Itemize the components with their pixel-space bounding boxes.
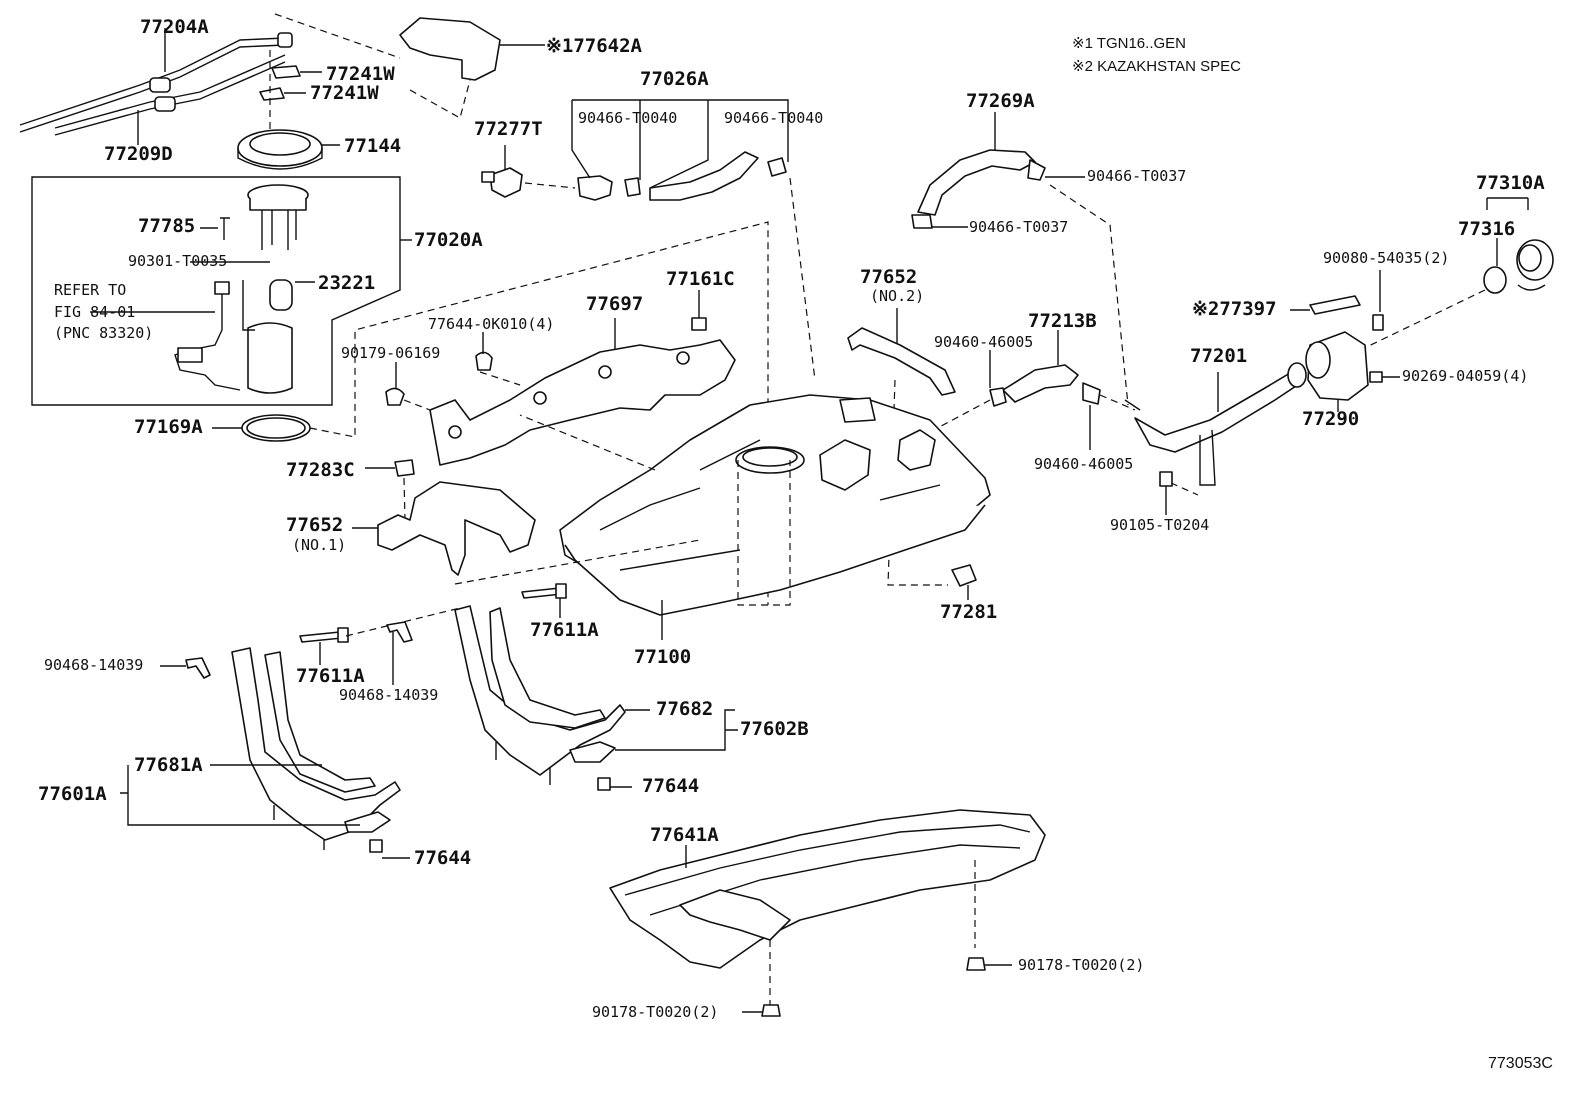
label-77283c[interactable]: 77283C xyxy=(286,459,355,481)
bolt-77611a-left xyxy=(299,631,343,643)
label-90178-t0020-a[interactable]: 90178-T0020(2) xyxy=(1018,956,1145,974)
label-77161c[interactable]: 77161C xyxy=(666,268,735,290)
label-77201[interactable]: 77201 xyxy=(1190,345,1248,367)
label-77601a[interactable]: 77601A xyxy=(38,783,107,805)
plate-77397 xyxy=(1309,295,1361,315)
insulator-77697 xyxy=(429,339,736,466)
label-77644-b[interactable]: 77644 xyxy=(414,847,472,869)
clip-90468-center xyxy=(386,621,413,643)
label-90460-46005-a[interactable]: 90460-46005 xyxy=(934,333,1034,351)
label-refer-fig[interactable]: FIG 84-01 xyxy=(54,303,136,321)
label-refer-pnc: (PNC 83320) xyxy=(54,324,154,342)
fuel-pump-parts xyxy=(174,184,309,394)
clip-77241w-lower xyxy=(259,87,285,101)
label-90178-t0020-b[interactable]: 90178-T0020(2) xyxy=(592,1003,719,1021)
label-77611a-right[interactable]: 77611A xyxy=(530,619,599,641)
filler-neck-77201 xyxy=(1124,362,1307,486)
label-90460-46005-b[interactable]: 90460-46005 xyxy=(1034,455,1134,473)
strap-77601a xyxy=(231,647,401,841)
filler-box-77290 xyxy=(1305,331,1369,412)
label-77241w-1[interactable]: 77241W xyxy=(326,63,395,85)
label-77785[interactable]: 77785 xyxy=(138,215,196,237)
part-77281 xyxy=(951,564,977,587)
label-77100[interactable]: 77100 xyxy=(634,646,692,668)
clip-77161c xyxy=(691,317,707,331)
label-77241w-2[interactable]: 77241W xyxy=(310,82,379,104)
pump-assembly-frame xyxy=(31,176,401,406)
label-77652-no1-suffix: (NO.1) xyxy=(292,536,347,554)
label-77277t[interactable]: 77277T xyxy=(474,118,543,140)
note-2: ※2 KAZAKHSTAN SPEC xyxy=(1072,58,1241,75)
label-77611a-left[interactable]: 77611A xyxy=(296,665,365,687)
protector-77652-no1 xyxy=(377,481,536,576)
under-cover-77641a xyxy=(609,809,1046,969)
label-90466-t0040-a[interactable]: 90466-T0040 xyxy=(578,109,678,127)
label-77204a[interactable]: 77204A xyxy=(140,16,209,38)
label-77642a[interactable]: ※177642A xyxy=(546,35,642,57)
clip-77283c xyxy=(394,459,415,477)
lock-ring-77144 xyxy=(237,129,323,170)
label-77652-no1[interactable]: 77652 xyxy=(286,514,344,536)
diagram-id: 773053C xyxy=(1488,1055,1553,1072)
clip-90468-left xyxy=(185,657,211,679)
label-77169a[interactable]: 77169A xyxy=(134,416,203,438)
label-77602b[interactable]: 77602B xyxy=(740,718,809,740)
label-90080-54035[interactable]: 90080-54035(2) xyxy=(1323,249,1450,267)
label-90466-t0037-a[interactable]: 90466-T0037 xyxy=(1087,167,1187,185)
label-77681a[interactable]: 77681A xyxy=(134,754,203,776)
label-77644-0k010[interactable]: 77644-0K010(4) xyxy=(428,315,555,333)
nut-77644 xyxy=(475,351,493,371)
label-77682[interactable]: 77682 xyxy=(656,698,714,720)
label-90105-t0204[interactable]: 90105-T0204 xyxy=(1110,516,1210,534)
label-90301-t0035[interactable]: 90301-T0035 xyxy=(128,252,228,270)
label-refer-to: REFER TO xyxy=(54,281,127,299)
label-77316[interactable]: 77316 xyxy=(1458,218,1516,240)
label-77644-a[interactable]: 77644 xyxy=(642,775,700,797)
label-90468-14039-b[interactable]: 90468-14039 xyxy=(339,686,439,704)
label-90466-t0037-b[interactable]: 90466-T0037 xyxy=(969,218,1069,236)
note-1: ※1 TGN16..GEN xyxy=(1072,35,1186,52)
fuel-tank-77100 xyxy=(559,394,991,616)
valve-77277t xyxy=(481,145,523,198)
protector-77642a xyxy=(399,17,501,81)
label-77269a[interactable]: 77269A xyxy=(966,90,1035,112)
strap-77652-no2 xyxy=(847,327,956,396)
strap-77602b xyxy=(454,605,626,776)
fuel-cap-77316 xyxy=(1483,238,1554,294)
hose-77213b xyxy=(1002,364,1079,403)
fuel-line-assembly xyxy=(19,32,293,136)
label-90468-14039-a[interactable]: 90468-14039 xyxy=(44,656,144,674)
label-77290[interactable]: 77290 xyxy=(1302,408,1360,430)
label-77652-no2-suffix: (NO.2) xyxy=(870,287,925,305)
label-77697[interactable]: 77697 xyxy=(586,293,644,315)
label-77397[interactable]: ※277397 xyxy=(1192,298,1277,320)
label-77652-no2[interactable]: 77652 xyxy=(860,266,918,288)
valve-hose-connector xyxy=(577,175,613,201)
clip-77241w-upper xyxy=(271,65,301,79)
label-77026a[interactable]: 77026A xyxy=(640,68,709,90)
label-90179-06169[interactable]: 90179-06169 xyxy=(341,344,441,362)
label-77310a[interactable]: 77310A xyxy=(1476,172,1545,194)
label-90269-04059[interactable]: 90269-04059(4) xyxy=(1402,367,1529,385)
label-77213b[interactable]: 77213B xyxy=(1028,310,1097,332)
hose-77026a xyxy=(649,151,759,201)
label-90466-t0040-b[interactable]: 90466-T0040 xyxy=(724,109,824,127)
label-23221[interactable]: 23221 xyxy=(318,272,376,294)
label-77020a[interactable]: 77020A xyxy=(414,229,483,251)
label-77209d[interactable]: 77209D xyxy=(104,143,173,165)
label-77281[interactable]: 77281 xyxy=(940,601,998,623)
label-77641a[interactable]: 77641A xyxy=(650,824,719,846)
label-77144[interactable]: 77144 xyxy=(344,135,402,157)
hose-77269a xyxy=(917,149,1036,216)
grommet-90179 xyxy=(385,387,405,406)
